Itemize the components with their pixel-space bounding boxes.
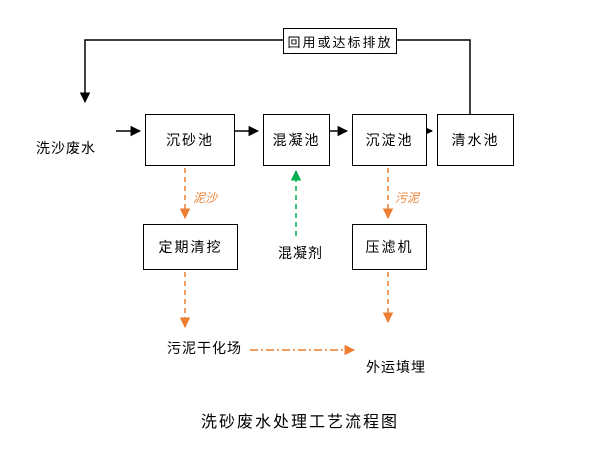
node-filter-press: 压滤机: [352, 224, 427, 270]
label-coagulant: 混凝剂: [278, 245, 323, 261]
edge-label-sediment: 泥沙: [193, 191, 218, 205]
node-sedimentation-tank: 沉淀池: [352, 114, 427, 166]
feedback-line-right: [397, 39, 471, 114]
node-reuse-or-discharge: 回用或达标排放: [283, 28, 397, 54]
node-coagulation-tank: 混凝池: [263, 114, 330, 166]
label-drying-field: 污泥干化场: [167, 340, 242, 356]
diagram-title: 洗砂废水处理工艺流程图: [200, 414, 399, 431]
edge-label-sludge: 污泥: [395, 191, 420, 205]
node-grit-chamber: 沉砂池: [145, 114, 235, 166]
label-influent: 洗沙废水: [36, 140, 96, 156]
node-clear-water-tank: 清水池: [437, 114, 514, 166]
node-periodic-dredging: 定期清挖: [143, 224, 238, 270]
feedback-line-left-arrow: [79, 39, 283, 104]
label-landfill: 外运填埋: [366, 359, 426, 375]
